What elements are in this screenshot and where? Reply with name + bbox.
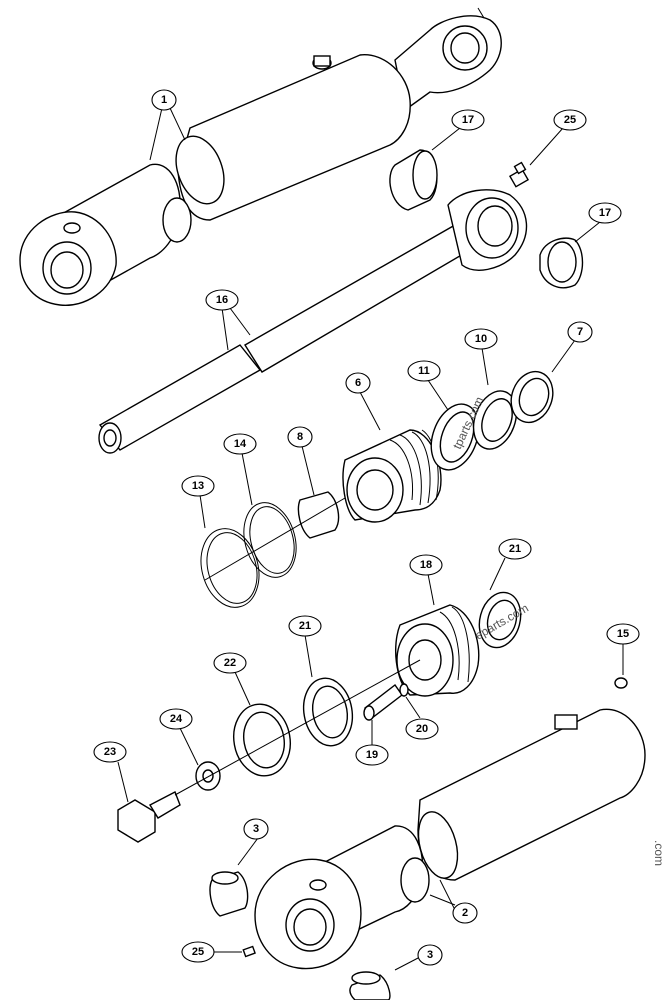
svg-text:11: 11	[418, 365, 430, 377]
svg-text:10: 10	[475, 333, 487, 345]
svg-text:17: 17	[462, 114, 474, 126]
callout-11: 11	[407, 360, 441, 382]
callout-7: 7	[567, 321, 593, 343]
svg-text:22: 22	[224, 657, 236, 669]
part-25-grease-fitting-upper	[508, 161, 530, 188]
callout-16: 16	[205, 289, 239, 311]
svg-text:2: 2	[462, 907, 468, 919]
callout-3-upper: 3	[243, 818, 269, 840]
part-21-seal-lower	[302, 677, 354, 747]
callout-25-lower: 25	[181, 941, 215, 963]
barrel-assembly-bottom	[254, 677, 646, 970]
svg-text:17: 17	[599, 207, 611, 219]
part-20-o-ring	[399, 683, 409, 697]
svg-text:3: 3	[253, 823, 259, 835]
callout-19: 19	[355, 744, 389, 766]
callout-10: 10	[464, 328, 498, 350]
svg-text:21: 21	[299, 620, 311, 632]
svg-text:15: 15	[617, 628, 629, 640]
callout-13: 13	[181, 475, 215, 497]
svg-text:20: 20	[416, 723, 428, 735]
svg-text:13: 13	[192, 480, 204, 492]
barrel-assembly-top	[19, 7, 502, 306]
svg-text:25: 25	[564, 114, 576, 126]
part-19-valve	[363, 683, 403, 721]
callout-23: 23	[93, 741, 127, 763]
svg-text:23: 23	[104, 746, 116, 758]
part-7-ring	[510, 370, 554, 424]
callout-24: 24	[159, 708, 193, 730]
part-8-bushing	[297, 491, 340, 539]
callout-17-upper: 17	[451, 109, 485, 131]
callout-21-upper: 21	[498, 538, 532, 560]
part-3-bushing-lower	[349, 971, 391, 1000]
watermark-c: .com	[652, 840, 666, 866]
svg-text:3: 3	[427, 949, 433, 961]
leader-lines	[117, 107, 624, 971]
part-13-backup-ring	[200, 528, 260, 608]
part-11-seal	[430, 403, 480, 471]
callout-18: 18	[409, 554, 443, 576]
svg-text:16: 16	[216, 294, 228, 306]
svg-text:18: 18	[420, 559, 432, 571]
svg-text:14: 14	[234, 438, 247, 450]
part-17-sleeve-upper	[389, 149, 438, 211]
callout-15: 15	[606, 623, 640, 645]
callout-2: 2	[452, 902, 478, 924]
svg-text:21: 21	[509, 543, 521, 555]
callout-21-lower: 21	[288, 615, 322, 637]
part-17-sleeve-lower	[539, 237, 584, 289]
callout-3-lower: 3	[417, 944, 443, 966]
svg-text:19: 19	[366, 749, 378, 761]
svg-text:1: 1	[161, 94, 167, 106]
callout-25-upper: 25	[553, 109, 587, 131]
part-14-o-ring	[243, 502, 297, 578]
part-18-gland	[395, 604, 480, 697]
callout-1: 1	[151, 89, 177, 111]
callout-6: 6	[345, 372, 371, 394]
part-6-piston	[342, 429, 442, 523]
piston-rod	[98, 189, 528, 454]
callout-14: 14	[223, 433, 257, 455]
callout-17-lower: 17	[588, 202, 622, 224]
callout-20: 20	[405, 718, 439, 740]
part-24-washer	[195, 761, 221, 791]
part-23-bolt	[117, 791, 181, 843]
callout-8: 8	[287, 426, 313, 448]
part-21-seal-upper	[478, 591, 522, 649]
svg-text:24: 24	[170, 713, 183, 725]
svg-text:25: 25	[192, 946, 204, 958]
part-25-grease-fitting-lower	[242, 945, 256, 958]
svg-text:6: 6	[355, 377, 361, 389]
part-22-wiper	[233, 703, 291, 777]
svg-text:8: 8	[297, 431, 303, 443]
callout-22: 22	[213, 652, 247, 674]
part-10-wear-ring	[472, 390, 518, 450]
part-3-bushing-upper	[209, 871, 249, 917]
svg-text:7: 7	[577, 326, 583, 338]
